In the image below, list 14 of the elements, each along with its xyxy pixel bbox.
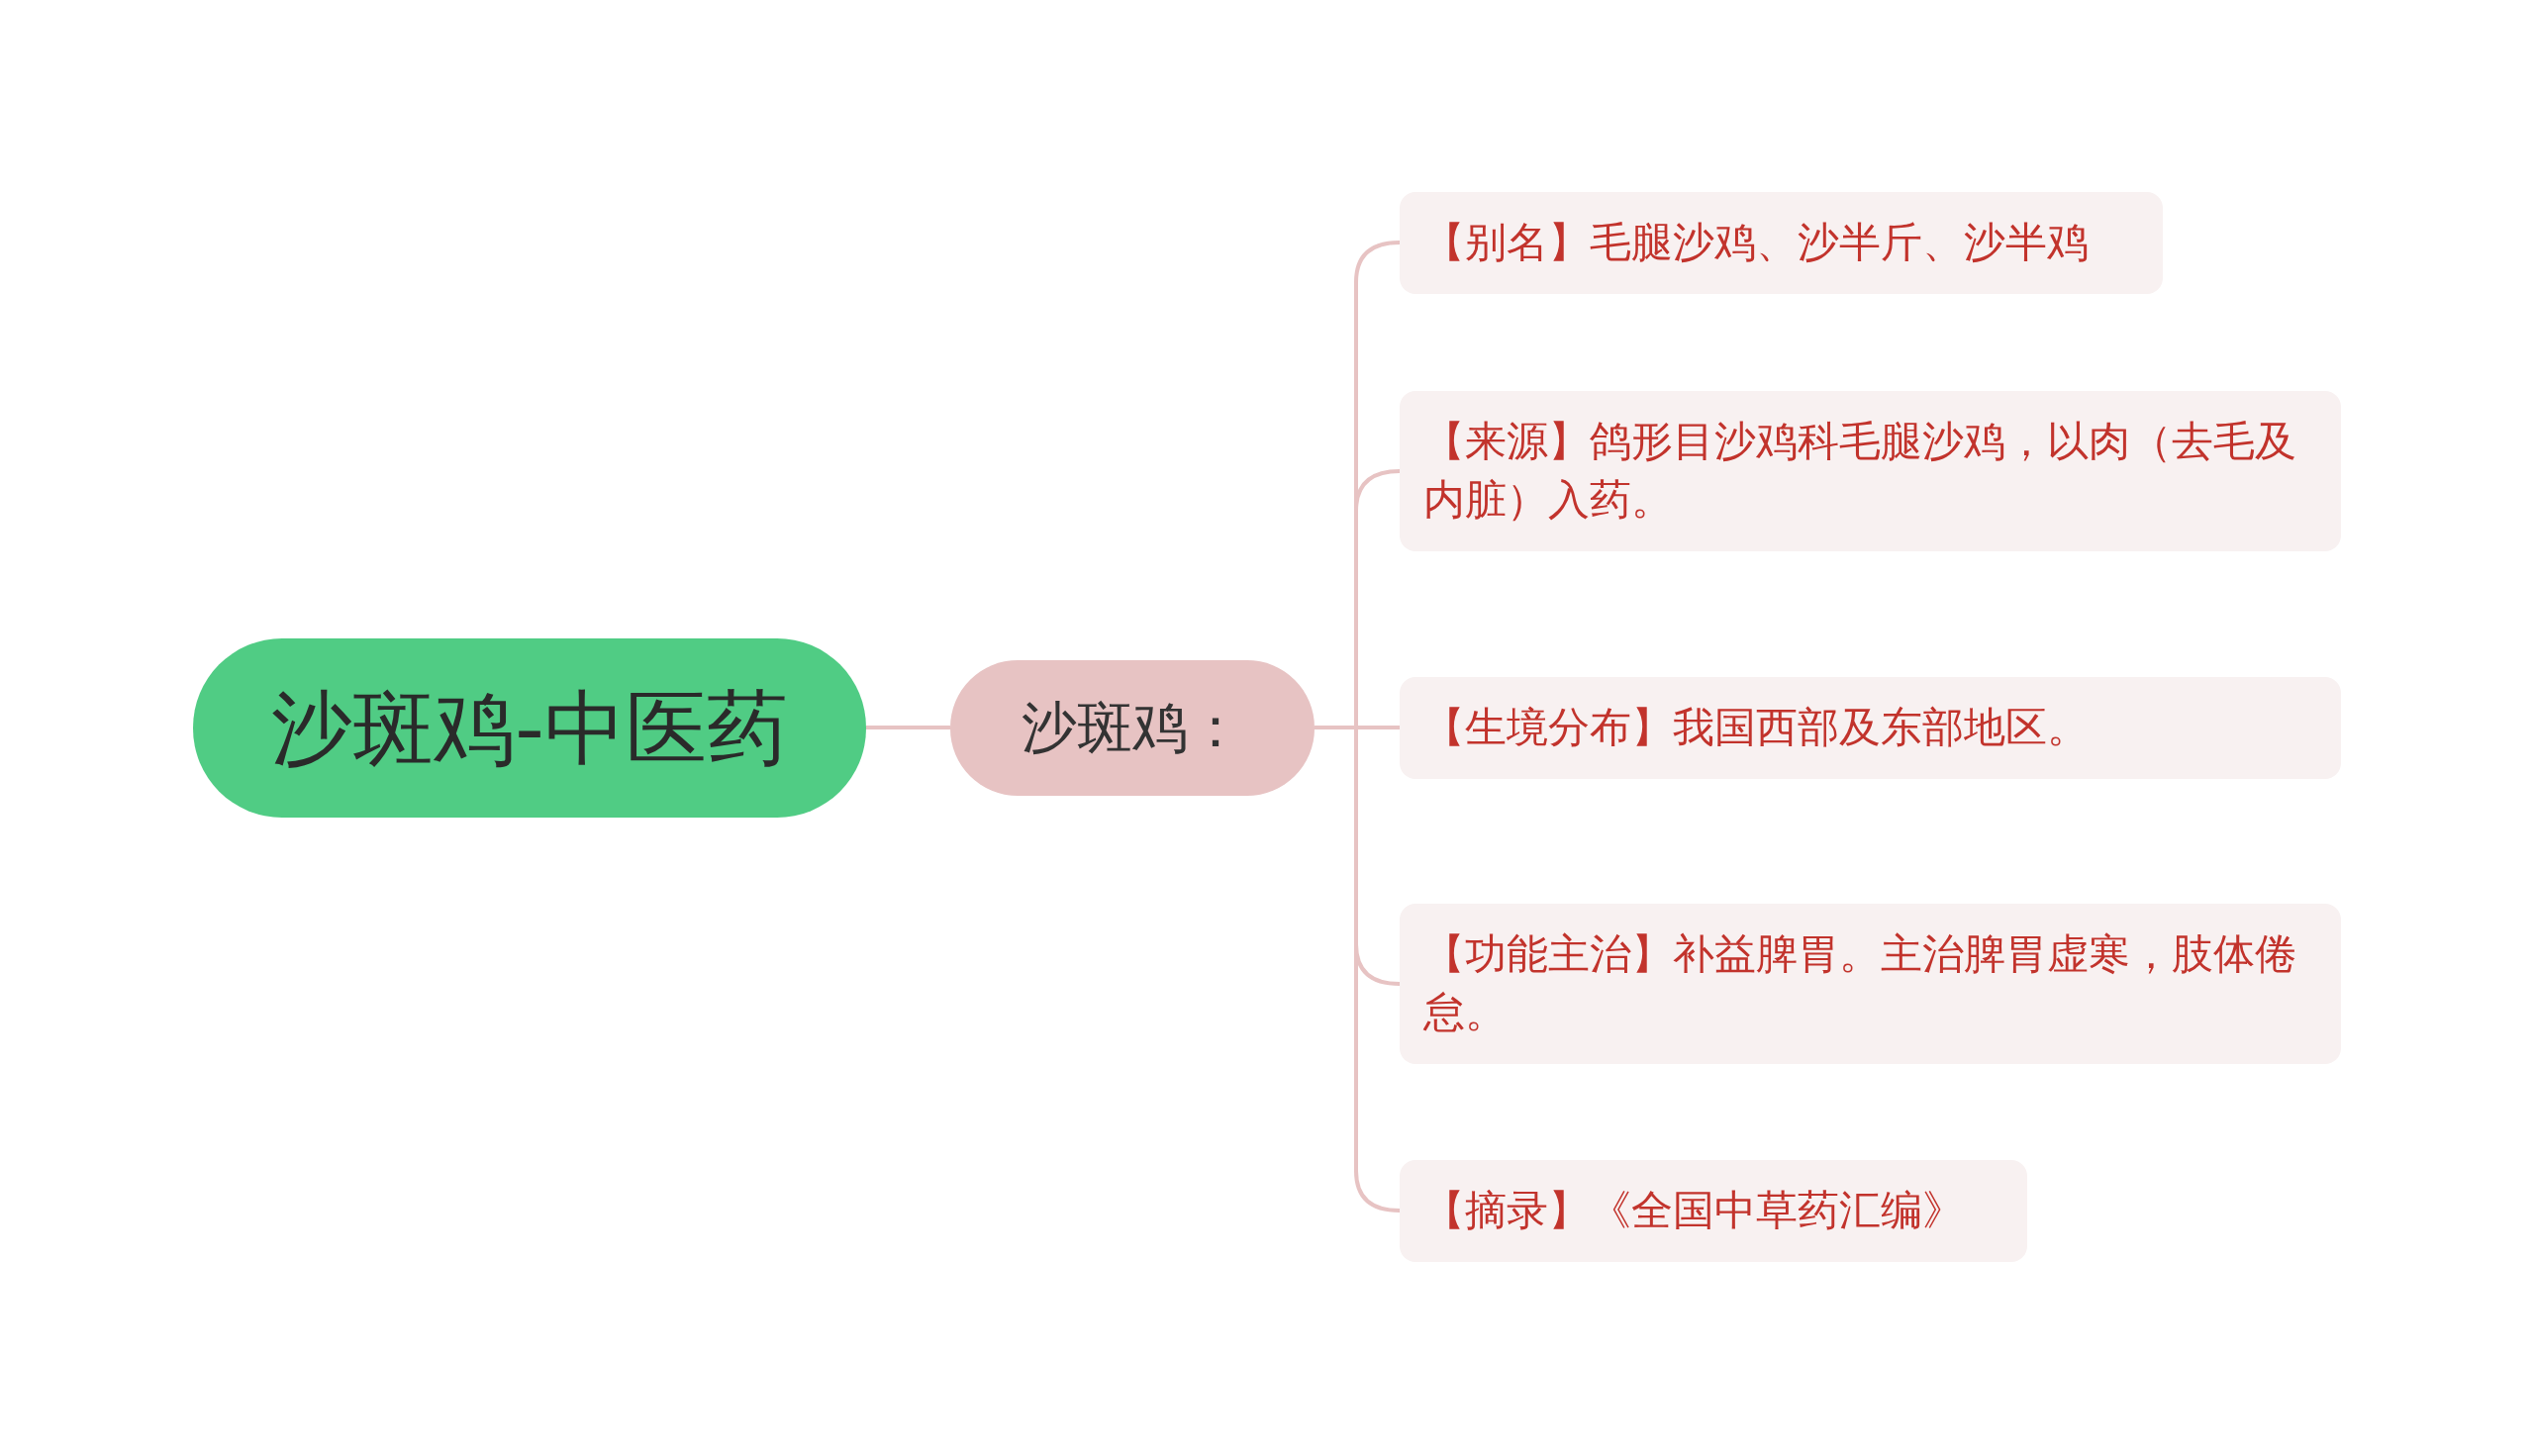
leaf-topic — [1400, 191, 2163, 294]
topic-text: 【功能主治】补益脾胃。主治脾胃虚寒，肢体倦怠。 — [1423, 928, 2297, 1038]
leaf-topic — [1400, 676, 2341, 779]
topic-text: 【来源】鸽形目沙鸡科毛腿沙鸡，以肉（去毛及内脏）入药。 — [1423, 416, 2297, 526]
topic-text: 【别名】毛腿沙鸡、沙半斤、沙半鸡 — [1423, 216, 2089, 268]
topic-text: 沙斑鸡-中医药 — [271, 679, 788, 777]
leaf-topic — [1400, 904, 2341, 1064]
topic-text: 【摘录】《全国中草药汇编》 — [1423, 1184, 1964, 1236]
leaf-topic — [1400, 1159, 2027, 1262]
topic-text: 沙斑鸡： — [1022, 694, 1243, 761]
connector-line — [866, 726, 950, 729]
leaf-topic — [1400, 391, 2341, 551]
connector-line — [1315, 726, 1401, 1213]
topic-text: 【生境分布】我国西部及东部地区。 — [1423, 701, 2089, 753]
